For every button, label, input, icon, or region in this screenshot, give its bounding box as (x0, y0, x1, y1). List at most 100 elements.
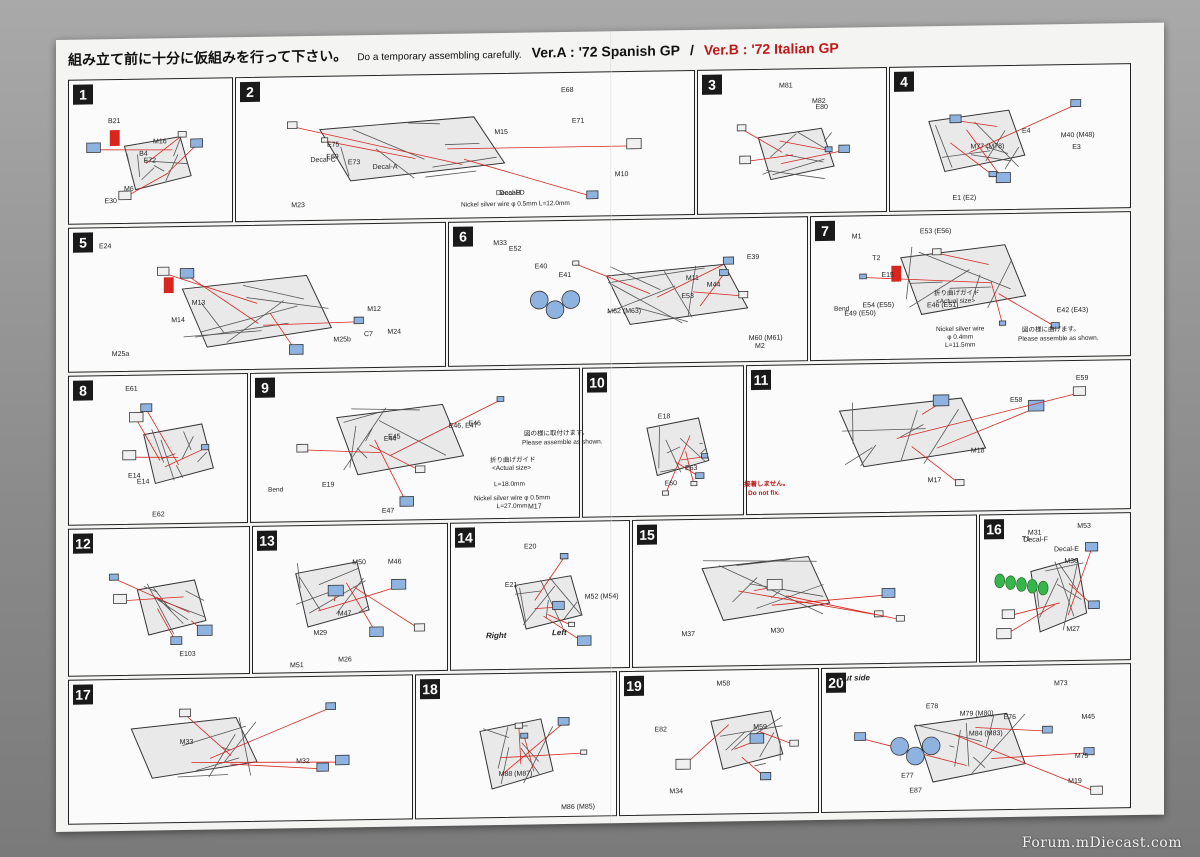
part-label: M77 (M78) (970, 142, 1005, 151)
part-label: M12 (367, 306, 381, 314)
etched-part (1070, 99, 1082, 108)
assemble-note-7: Please assemble as shown. (1018, 334, 1099, 343)
structure-line (545, 599, 549, 619)
step-15-illustration (701, 556, 905, 622)
metal-part (1072, 386, 1087, 396)
structure-line (1004, 146, 1020, 170)
part-label: M60 (M61) (748, 334, 783, 343)
etched-part (557, 716, 570, 726)
leader-line (145, 409, 180, 466)
part-label: M26 (338, 656, 352, 664)
trumpet-part (994, 573, 1005, 589)
structure-line (152, 586, 172, 612)
etched-part (932, 394, 950, 407)
part-label: M24 (387, 328, 402, 336)
structure-line (351, 408, 420, 411)
step-20-illustration (854, 712, 1103, 795)
structure-line (972, 274, 981, 299)
metal-part (129, 411, 144, 423)
gear-disc-part (921, 736, 941, 756)
structure-line (923, 409, 959, 464)
part-label: E58 (1009, 396, 1023, 404)
leader-line (685, 451, 695, 485)
leader-line (523, 736, 535, 772)
leader-line (779, 140, 829, 151)
part-label: E69 (326, 153, 339, 161)
leader-line (302, 449, 381, 454)
part-label: T2 (872, 255, 881, 263)
metal-part (789, 739, 799, 747)
etched-part (749, 733, 765, 744)
structure-line (973, 756, 986, 768)
structure-line (200, 305, 298, 333)
etched-part (760, 772, 772, 781)
metal-part (568, 621, 575, 628)
etched-part (190, 138, 203, 148)
structure-line (126, 153, 133, 179)
step-number: 9 (255, 377, 275, 398)
leader-line (124, 172, 169, 198)
etched-part (179, 268, 195, 279)
part-label: M16 (152, 138, 167, 146)
part-label: E14 (136, 478, 150, 487)
metal-part (157, 266, 170, 276)
part-label: M53 (1077, 522, 1091, 530)
structure-line (770, 133, 797, 158)
part-label: E53 (681, 292, 694, 300)
structure-line (772, 158, 825, 176)
metal-part (661, 490, 669, 496)
metal-part (113, 593, 127, 604)
part-label: T1 (1021, 535, 1031, 543)
leader-line (93, 149, 173, 151)
structure-line (765, 170, 825, 179)
metal-part (736, 124, 747, 132)
part-label: E4 (1021, 127, 1031, 135)
etched-part (288, 344, 304, 355)
etched-part (859, 273, 867, 280)
etched-part (577, 635, 592, 646)
step-number: 12 (73, 533, 93, 554)
structure-line (965, 722, 970, 767)
part-label: M11 (685, 275, 699, 283)
leader-line (120, 596, 184, 602)
structure-line (144, 160, 189, 165)
resin-part (163, 277, 174, 294)
version-a: Ver.A : '72 Spanish GP (531, 42, 680, 61)
leader-line (145, 135, 183, 164)
metal-part (118, 190, 132, 201)
leader-line (969, 104, 1076, 153)
structure-line (731, 725, 759, 751)
etched-part (552, 600, 565, 610)
step-number: 13 (257, 530, 277, 551)
resin-part (891, 265, 902, 282)
structure-line (157, 596, 184, 624)
structure-line (906, 246, 913, 300)
leader-line (863, 277, 992, 284)
structure-line (196, 757, 240, 771)
structure-line (182, 725, 247, 747)
step-number: 3 (702, 74, 722, 95)
main-part-outline (336, 403, 465, 476)
gear-disc-part (529, 290, 549, 310)
structure-line (900, 424, 924, 438)
step-8-illustration (122, 403, 214, 485)
structure-line (407, 122, 440, 125)
leader-line (163, 272, 258, 304)
part-label: M79 (M80) (959, 709, 994, 718)
metal-part (675, 758, 691, 770)
wire-note-9: Nickel silver wire φ 0.5mm L=27.0mm (474, 494, 551, 511)
metal-part (955, 479, 965, 487)
structure-line (181, 436, 194, 459)
structure-line (785, 154, 824, 163)
metal-part (321, 137, 329, 143)
part-label: M27 (1066, 625, 1080, 633)
structure-line (797, 132, 827, 150)
leader-line (771, 594, 889, 606)
structure-line (1039, 578, 1059, 618)
step-number: 10 (587, 372, 607, 393)
structure-line (608, 282, 683, 324)
